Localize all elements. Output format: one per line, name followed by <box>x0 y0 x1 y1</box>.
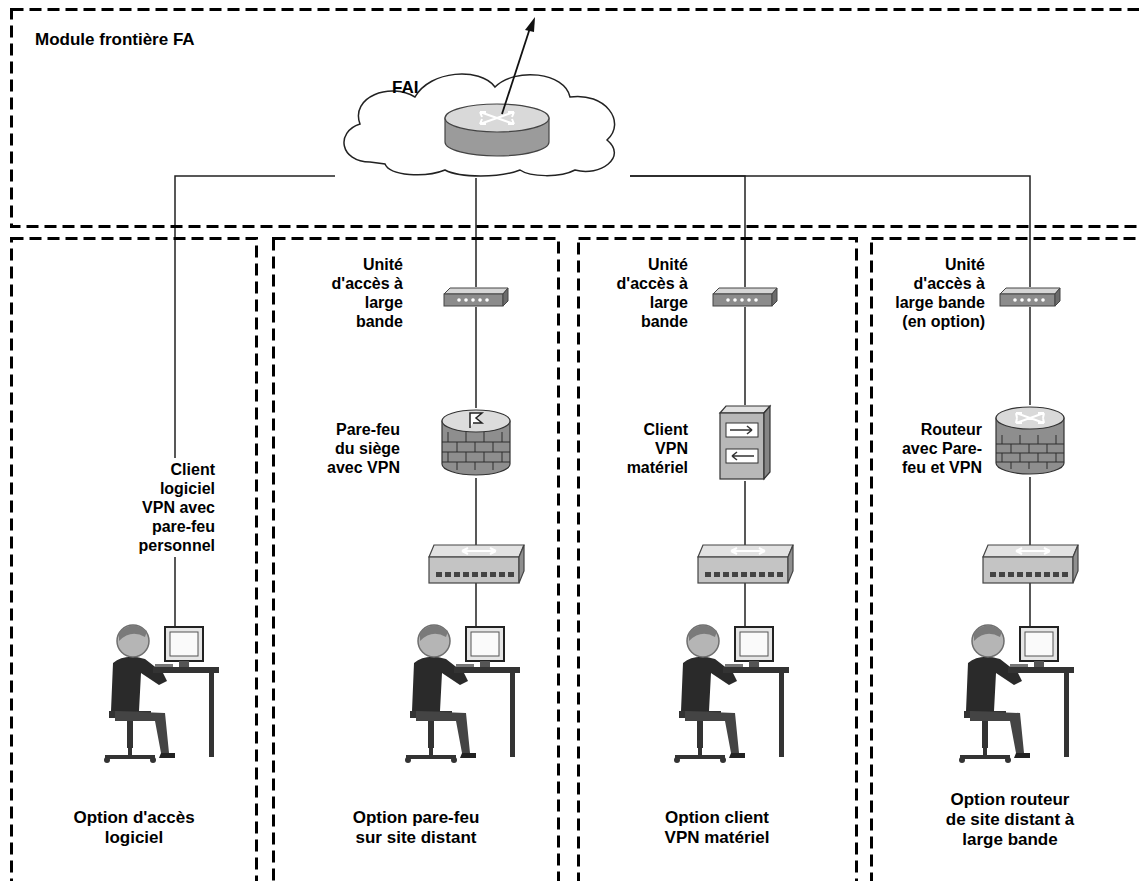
modem-symbol <box>712 287 778 307</box>
user-figure <box>104 625 219 763</box>
region-outline <box>10 237 258 881</box>
vpn-client-device: Client VPN matériel <box>718 405 772 481</box>
region-caption: Option routeur de site distant à large b… <box>942 790 1078 850</box>
connector-path <box>475 178 477 287</box>
connector-path <box>475 307 477 408</box>
broadband-device: Unité d'accès à large bande <box>443 287 509 307</box>
device-label: Unité d'accès à large bande <box>614 255 688 331</box>
option-region: Option d'accès logiciel <box>10 237 258 881</box>
option-region: Option routeur de site distant à large b… <box>870 237 1139 881</box>
connector-line <box>476 178 477 287</box>
firewall-symbol <box>440 408 512 478</box>
modem-symbol <box>999 287 1061 307</box>
router-device: Routeur avec Pare-feu et VPN <box>994 405 1066 477</box>
user-figure <box>674 625 789 763</box>
broadband-device: Unité d'accès à large bande (en option) <box>999 287 1061 307</box>
switch-symbol <box>983 545 1078 583</box>
region-outline <box>272 237 560 881</box>
region-caption: Option pare-feu sur site distant <box>341 808 491 848</box>
device-label: Routeur avec Pare-feu et VPN <box>898 420 982 477</box>
connector-line <box>745 307 746 405</box>
vpn-device-symbol <box>718 405 772 481</box>
modem-symbol <box>443 287 509 307</box>
cloud-symbol <box>330 62 630 178</box>
device-label: Unité d'accès à large bande <box>329 255 403 331</box>
connector-line <box>476 307 477 408</box>
cloud-label: FAI <box>392 78 452 98</box>
region-outline <box>870 237 1139 881</box>
connector-line <box>1030 307 1031 405</box>
device-label: Client logiciel VPN avec pare-feu person… <box>135 458 215 557</box>
switch-symbol <box>698 545 793 583</box>
region-caption: Option d'accès logiciel <box>54 808 214 848</box>
region-caption: Module frontière FA <box>35 30 335 50</box>
connector-path <box>744 307 746 405</box>
boundary-region: Module frontière FA FAI <box>10 8 1139 228</box>
region-outline <box>577 237 858 881</box>
user-figure <box>405 625 520 763</box>
wire-lines <box>175 176 1030 627</box>
switch-symbol <box>429 545 524 583</box>
firewall-device: Pare-feu du siège avec VPN <box>440 408 512 478</box>
device-label: Pare-feu du siège avec VPN <box>316 420 400 477</box>
user-figure <box>959 625 1074 763</box>
device-label: Client VPN matériel <box>614 420 688 477</box>
connector-path <box>1029 307 1031 405</box>
option-region: Option client VPN matériel Unité d'accès … <box>577 237 858 881</box>
region-caption: Option client VPN matériel <box>652 808 782 848</box>
device-label: Unité d'accès à large bande (en option) <box>893 255 985 331</box>
router-firewall-symbol <box>994 405 1066 477</box>
option-region: Option pare-feu sur site distant Unité d'… <box>272 237 560 881</box>
isp-cloud: FAI <box>330 62 630 178</box>
broadband-device: Unité d'accès à large bande <box>712 287 778 307</box>
